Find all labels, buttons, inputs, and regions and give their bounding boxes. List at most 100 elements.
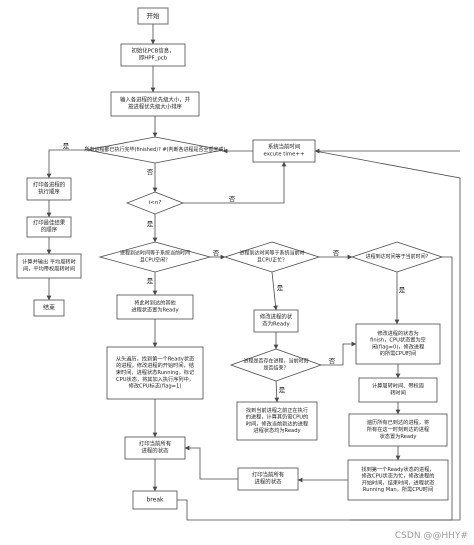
edge-label: 否 [329, 357, 336, 365]
traverse-ready-text: 所有在这一时刻到达的进程 [367, 425, 429, 433]
all-finished-decision: 所有进程都已执行完毕(finished)? #(判断各进程是否全部完成) [85, 136, 226, 164]
set-ready-left-text: 将此时到达的其他 [134, 299, 176, 307]
finish-proc-box: 修改进程的状态为finish，CPU状态置为空闲(flag=0)，修改进程的所需… [355, 323, 441, 365]
find-first-ready-text: 修改CPU状态为忙，修改进程的 [362, 472, 435, 480]
finish-proc-text: finish，CPU状态置为空 [370, 336, 426, 344]
find-first-ready-text: 找到第一个Ready状态的进程， [361, 465, 434, 473]
finish-proc-text: 闲(flag=0)，修改进程 [372, 342, 425, 350]
find-current-box: 找到当前进程之前正在执行的进程，计算其仍需CPU的时间，修改当前到达的进程进程状… [236, 401, 318, 441]
edge-label: 是 [147, 220, 154, 228]
edge-label: 否 [333, 249, 340, 257]
print-right-text: 进程的状态 [255, 478, 283, 486]
init-pcb-text: 即HPF_pcb [139, 55, 168, 62]
cpu-running-q-text: 进程到达时间等于系统当前时 [239, 250, 304, 257]
input-priority-text: 输入各进程的优先级大小，并 [120, 96, 191, 104]
end-text: 结束 [43, 304, 55, 312]
traverse-ready-text: 遍历所有已到达的进程，将 [367, 418, 429, 426]
watermark: CSDN @@HHY# [394, 531, 468, 541]
print-best-text: 打印最佳结果 [33, 219, 66, 227]
flow-arrow [271, 271, 278, 311]
finish-proc-text: 修改进程的状态为 [377, 329, 419, 337]
find-current-text: 进程状态均为Ready [253, 426, 300, 434]
find-current-text: 找到当前进程之前正在执行 [246, 406, 308, 414]
edge-label: 是 [399, 286, 406, 294]
sys-time-text: excute time++ [263, 152, 304, 158]
set-ready-left-text: 进程状态置为Ready [131, 305, 178, 313]
start-text: 开始 [147, 11, 161, 20]
find-first-ready-text: Running Man，所需CPU时间 [363, 485, 433, 493]
calc-turnaround-box: 计算周转时间、带权周转时间 [358, 377, 438, 403]
edge-label: 否 [147, 168, 154, 176]
edge-label: 是 [277, 284, 284, 292]
finish-proc-text: 的所需CPU时间 [380, 349, 417, 357]
edge-label: 是 [63, 142, 70, 150]
set-ready-mid-text: 态为Ready [262, 320, 290, 328]
print-best-text: 的顺序 [41, 226, 58, 234]
init-pcb-box: 初始化PCB信息，即HPF_pcb [120, 43, 186, 67]
preempt-q-text: 进程是否存在进程，当前时刻 [243, 358, 308, 365]
start-box: 开始 [137, 7, 169, 25]
cpu-running-q-text: 且CPU正忙？ [257, 256, 287, 263]
arrive-eq-time-text: 进程到达时间等于当前时间? [366, 253, 429, 260]
find-current-text: 时间，修改当前到达的进程 [246, 419, 308, 427]
find-first-ready-box: 找到第一个Ready状态的进程，修改CPU状态为忙，修改进程的开始时间，结束时间… [347, 459, 449, 501]
print-order-text: 执行顺序 [38, 188, 60, 196]
print-left-text: 进程的状态 [142, 447, 170, 455]
flow-arrow [274, 380, 280, 403]
print-order-text: 打印各进程的 [33, 181, 65, 189]
flow-arrow [184, 445, 238, 480]
traverse-ready-text: 状态置为Ready [380, 432, 417, 440]
scan-ready-text: CPU状态，将其加入执行序列中， [116, 375, 194, 383]
calc-avg-text: 计算并输出 平均周转时 [22, 258, 76, 266]
scan-ready-text: 束时间，进程状态Running，标记 [116, 368, 194, 376]
scan-ready-box: 从头遍历，找到第一个Ready状态的进程，修改进程的开始时间，结束时间，进程状态… [106, 346, 204, 400]
edge-label: 否 [213, 249, 220, 257]
calc-turnaround-text: 计算周转时间、带权周 [372, 382, 424, 390]
preempt-q-text: 是否结束？ [263, 364, 288, 371]
scan-ready-text: 的进程，修改进程的开始时间，结 [116, 361, 194, 369]
find-first-ready-text: 开始时间，结束时间，进程状态 [362, 478, 435, 486]
find-current-text: 的进程，计算其仍需CPU的 [246, 413, 308, 421]
all-finished-text: 所有进程都已执行完毕(finished)? #(判断各进程是否全部完成) [85, 146, 226, 153]
i-lt-n-text: i<n? [149, 200, 162, 206]
print-right-text: 打印当前所有 [252, 471, 285, 479]
scan-ready-text: 从头遍历，找到第一个Ready状态 [116, 354, 194, 362]
set-ready-mid-text: 修改进程的状 [260, 313, 293, 321]
input-priority-text: 按进程优先级大小排序 [128, 103, 183, 111]
flow-arrow [314, 150, 461, 521]
break-text: break [147, 497, 165, 504]
scan-ready-text: 修改CPU标志(flag=1) [129, 382, 182, 390]
calc-turnaround-text: 转时间 [390, 388, 406, 396]
edge-label: 是 [279, 386, 286, 394]
edge-label: 否 [229, 195, 236, 203]
flow-arrow [177, 499, 452, 521]
end-box: 结束 [33, 299, 65, 317]
flow-arrow [321, 341, 357, 366]
edge-label: 是 [147, 277, 154, 285]
calc-avg-text: 间，平均带权周转时间 [23, 264, 75, 272]
break-box: break [132, 490, 178, 510]
print-left-text: 打印当前所有 [139, 440, 172, 448]
cpu-free-text: 且CPU空闲？ [140, 256, 170, 263]
flow-arrow [46, 149, 87, 179]
cpu-free-text: 进程到达时间等于系统当前时间 [120, 250, 190, 257]
flow-arrow [183, 161, 287, 204]
arrive-eq-time-decision: 进程到达时间等于当前时间? [350, 241, 444, 273]
i-lt-n-decision: i<n? [125, 191, 185, 215]
init-pcb-text: 初始化PCB信息， [131, 47, 174, 55]
sys-time-text: 系统当前时间 [268, 143, 300, 151]
